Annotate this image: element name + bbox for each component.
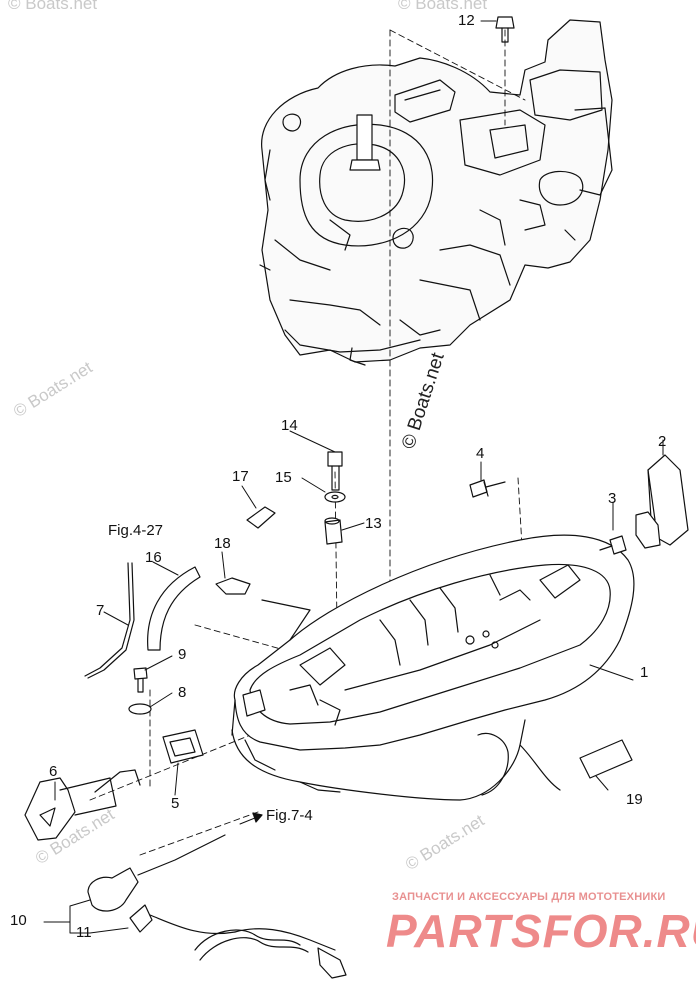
callout-15: 15: [275, 469, 292, 486]
part-11-lanyard: [129, 904, 347, 979]
fig-7-4-ref: Fig.7-4: [266, 807, 313, 824]
part-18-plate: [215, 577, 251, 595]
part-14-bolt: [327, 451, 343, 491]
part-10-switch-plug: [87, 834, 226, 912]
part-8-washer: [128, 703, 152, 715]
part-7-cable: [84, 562, 135, 679]
callout-6: 6: [49, 763, 58, 780]
part-16-seal: [147, 566, 201, 651]
part-4-bolt: [469, 479, 506, 498]
callout-7: 7: [96, 602, 105, 619]
leader-lines: [43, 20, 664, 934]
callout-16: 16: [145, 549, 162, 566]
bottom-cowling: [231, 534, 635, 801]
callout-18: 18: [214, 535, 231, 552]
callout-11: 11: [76, 924, 92, 941]
callout-2: 2: [658, 433, 667, 450]
fig-7-4-arrow: [239, 812, 263, 825]
brand-logo-text[interactable]: PARTSFOR.RU: [386, 905, 696, 957]
watermark-top-center: © Boats.net: [398, 0, 488, 13]
callout-1: 1: [640, 664, 649, 681]
callout-5: 5: [171, 795, 180, 812]
callout-9: 9: [178, 646, 187, 663]
part-19-label: [579, 739, 633, 779]
part-17-pad: [246, 506, 276, 529]
part-2-hook: [635, 454, 689, 549]
fig-4-27-ref: Fig.4-27: [108, 522, 164, 539]
brand-tagline: ЗАПЧАСТИ И АКСЕССУАРЫ ДЛЯ МОТОТЕХНИКИ: [392, 891, 666, 903]
callout-12: 12: [458, 12, 475, 29]
callout-19: 19: [626, 791, 643, 808]
callout-10: 10: [10, 912, 27, 929]
part-13-collar: [324, 517, 343, 545]
callout-4: 4: [476, 445, 485, 462]
callout-3: 3: [608, 490, 617, 507]
part-6-stop-switch: [24, 769, 141, 841]
callout-8: 8: [178, 684, 187, 701]
callout-14: 14: [281, 417, 298, 434]
callout-17: 17: [232, 468, 249, 485]
part-9-screw: [133, 667, 148, 693]
power-head-engine: [259, 19, 613, 366]
part-5-grommet: [162, 729, 204, 764]
callout-13: 13: [365, 515, 382, 532]
watermark-top-left: © Boats.net: [8, 0, 98, 13]
part-15-washer: [324, 491, 346, 503]
part-3-collar: [599, 535, 627, 555]
part-12-bolt: [495, 16, 515, 43]
